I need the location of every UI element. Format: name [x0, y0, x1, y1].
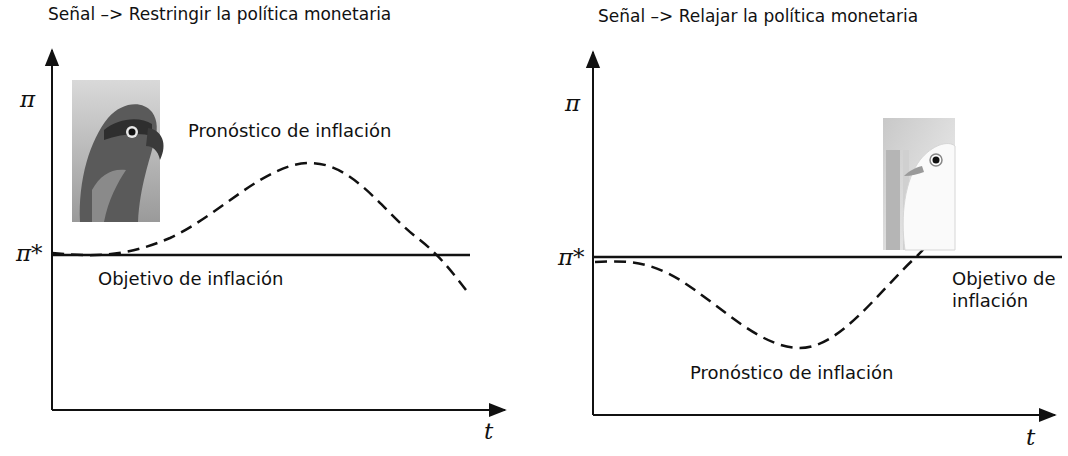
axis-symbol: π* [558, 244, 585, 272]
x-axis [593, 414, 1055, 416]
forecast-curve [595, 246, 926, 348]
y-axis [592, 52, 594, 415]
forecast-curve [52, 163, 466, 290]
axis-symbol: t [1026, 424, 1035, 452]
curve-label: Pronóstico de inflación [188, 120, 391, 142]
axis-symbol: π [20, 86, 35, 114]
axis-symbol: π* [16, 240, 43, 268]
line-label: Objetivo de inflación [98, 268, 283, 290]
curve-label: Pronóstico de inflación [690, 362, 893, 384]
y-axis [51, 50, 53, 410]
x-axis [52, 409, 505, 411]
hawk-picture [72, 80, 164, 222]
target-line [593, 256, 1062, 259]
panel-heading: Señal –> Restringir la política monetari… [48, 4, 391, 24]
axis-symbol: t [484, 418, 493, 446]
line-label: Objetivo de inflación [952, 268, 1062, 311]
dove-picture [883, 118, 955, 250]
panel-heading: Señal –> Relajar la política monetaria [598, 6, 918, 26]
axis-symbol: π [565, 90, 580, 118]
